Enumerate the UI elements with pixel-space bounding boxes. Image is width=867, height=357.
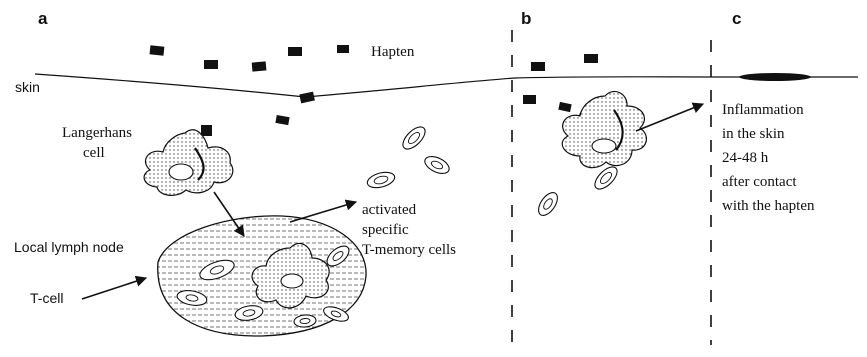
t-memory-cell bbox=[399, 123, 429, 153]
inflammation-label-line1: Inflammation bbox=[722, 102, 804, 118]
inflammation-label-line3: 24-48 h bbox=[722, 150, 769, 166]
hapten-label: Hapten bbox=[371, 44, 415, 60]
hapten-molecule bbox=[204, 60, 218, 69]
hapten-molecule bbox=[201, 125, 212, 136]
t-cell-arrow bbox=[82, 278, 146, 299]
hapten-molecule bbox=[252, 61, 267, 71]
lymph-node bbox=[158, 216, 366, 336]
hapten-molecule bbox=[299, 92, 315, 104]
panel-label-b: b bbox=[521, 9, 531, 28]
t-memory-cell bbox=[535, 189, 561, 218]
t-memory-cell bbox=[422, 153, 451, 177]
langerhans-cell bbox=[144, 130, 233, 196]
panel-label-c: c bbox=[732, 9, 741, 28]
lymph-node-to-skin-arrow bbox=[290, 202, 356, 222]
activated-cells-label-line2: specific bbox=[362, 222, 409, 238]
inflammation-lesion bbox=[739, 73, 811, 81]
hapten-molecule bbox=[288, 47, 302, 56]
panel-label-a: a bbox=[38, 9, 48, 28]
langerhans-label-line1: Langerhans bbox=[62, 125, 132, 141]
inflammation-arrow bbox=[636, 104, 703, 131]
hapten-molecule bbox=[523, 95, 536, 104]
inflammation-label-line2: in the skin bbox=[722, 126, 785, 142]
hapten-molecule bbox=[558, 102, 571, 112]
skin-surface-line bbox=[35, 74, 858, 97]
inflammation-label-line5: with the hapten bbox=[722, 198, 815, 214]
hapten-molecule bbox=[275, 115, 289, 125]
lymph-node-label: Local lymph node bbox=[14, 239, 124, 255]
langerhans-cell-with-hapten bbox=[562, 91, 646, 167]
hapten-molecule bbox=[150, 45, 165, 55]
skin-label: skin bbox=[15, 79, 40, 95]
t-memory-cell bbox=[366, 170, 397, 191]
hapten-molecule bbox=[531, 62, 545, 71]
t-cell-label: T-cell bbox=[30, 290, 63, 306]
hapten-molecule bbox=[337, 45, 349, 53]
activated-cells-label-line1: activated bbox=[362, 202, 417, 218]
hapten-molecule bbox=[584, 54, 598, 63]
langerhans-label-line2: cell bbox=[83, 145, 105, 161]
inflammation-label-line4: after contact bbox=[722, 174, 797, 190]
activated-cells-label-line3: T-memory cells bbox=[362, 242, 456, 258]
